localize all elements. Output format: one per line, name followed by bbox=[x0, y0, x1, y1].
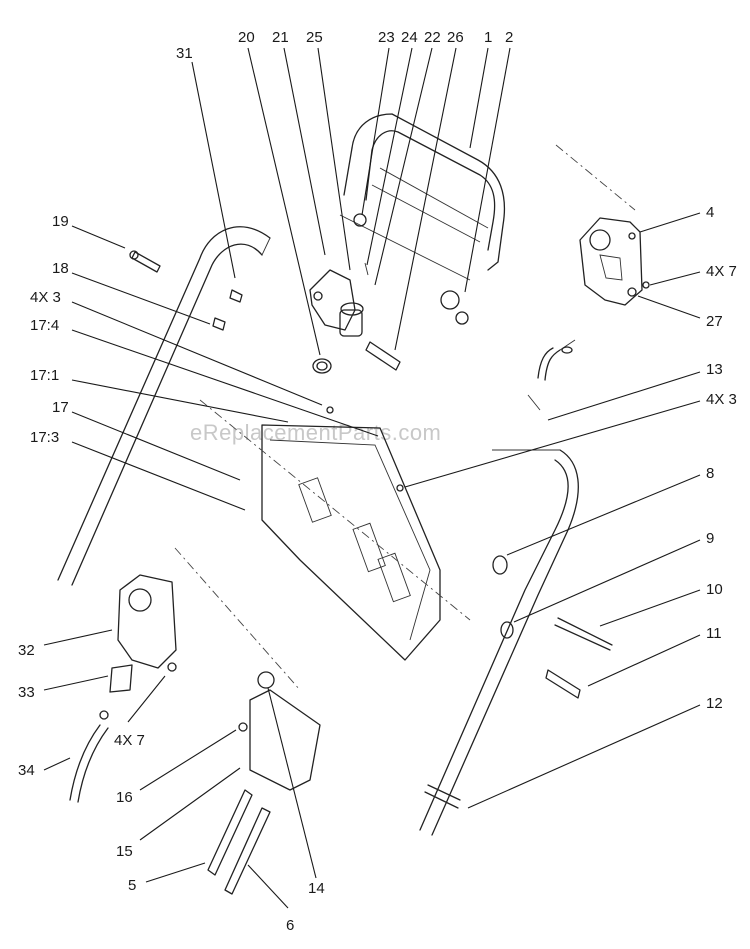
cable-13 bbox=[527, 339, 576, 411]
callout-17: 17 bbox=[52, 399, 69, 416]
lower-bracket bbox=[174, 547, 321, 895]
callout-13: 13 bbox=[706, 361, 723, 378]
callout-11: 11 bbox=[706, 625, 722, 642]
callout-19: 19 bbox=[52, 213, 69, 230]
callout-17-3: 17:3 bbox=[30, 429, 59, 446]
callout-22: 22 bbox=[424, 29, 441, 46]
callout-26: 26 bbox=[447, 29, 464, 46]
callout-4x3-a: 4X 3 bbox=[30, 289, 61, 306]
callout-8: 8 bbox=[706, 465, 714, 482]
callout-32: 32 bbox=[18, 642, 35, 659]
callout-33: 33 bbox=[18, 684, 35, 701]
callout-5: 5 bbox=[128, 877, 136, 894]
left-handle-bar bbox=[57, 226, 271, 586]
callout-16: 16 bbox=[116, 789, 133, 806]
callout-17-4: 17:4 bbox=[30, 317, 59, 334]
callout-4x7-a: 4X 7 bbox=[706, 263, 737, 280]
callout-25: 25 bbox=[306, 29, 323, 46]
callout-14: 14 bbox=[308, 880, 325, 897]
callout-1: 1 bbox=[484, 29, 492, 46]
callout-27: 27 bbox=[706, 313, 723, 330]
callout-4x7-b: 4X 7 bbox=[114, 732, 145, 749]
callout-15: 15 bbox=[116, 843, 133, 860]
callout-23: 23 bbox=[378, 29, 395, 46]
callout-10: 10 bbox=[706, 581, 723, 598]
callout-18: 18 bbox=[52, 260, 69, 277]
callout-21: 21 bbox=[272, 29, 289, 46]
center-plate-17 bbox=[199, 399, 471, 661]
callout-labels: 31 20 21 25 23 24 22 26 1 2 19 18 4X 3 1… bbox=[18, 29, 737, 934]
callout-24: 24 bbox=[401, 29, 418, 46]
pivot-hardware bbox=[309, 213, 469, 374]
control-housing-4 bbox=[555, 144, 650, 306]
callout-4x3-b: 4X 3 bbox=[706, 391, 737, 408]
callout-17-1: 17:1 bbox=[30, 367, 59, 384]
callout-31: 31 bbox=[176, 45, 193, 62]
callout-12: 12 bbox=[706, 695, 723, 712]
watermark: eReplacementParts.com bbox=[190, 420, 441, 445]
control-housing-32 bbox=[69, 574, 177, 803]
callout-2: 2 bbox=[505, 29, 513, 46]
callout-6: 6 bbox=[286, 917, 294, 934]
callout-20: 20 bbox=[238, 29, 255, 46]
leader-lines bbox=[43, 47, 701, 909]
right-handle-bar bbox=[419, 449, 613, 836]
callout-4: 4 bbox=[706, 204, 714, 221]
callout-34: 34 bbox=[18, 762, 35, 779]
callout-9: 9 bbox=[706, 530, 714, 547]
